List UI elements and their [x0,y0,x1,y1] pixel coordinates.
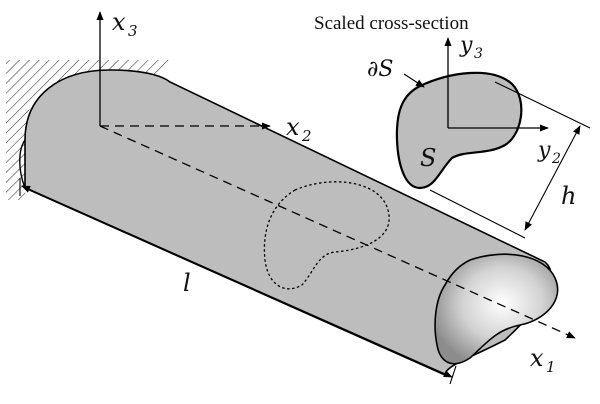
scaled-cross-section-shape [395,71,523,190]
rod-left-end [19,139,26,189]
height-dimension [429,81,591,239]
region-label: S [420,144,436,172]
svg-text:3: 3 [128,22,138,40]
length-label: l [183,269,191,297]
y3-label: y 3 [459,33,483,62]
height-label: h [561,182,576,210]
x3-label: x 3 [112,8,138,40]
length-dimension [19,178,457,385]
svg-text:y: y [537,138,551,163]
x1-label: x 1 [530,344,556,376]
svg-text:1: 1 [546,358,556,376]
svg-text:x: x [286,113,300,141]
svg-text:x: x [112,8,126,36]
x2-label: x 2 [286,113,312,145]
y2-label: y 2 [537,138,561,167]
svg-text:3: 3 [474,46,483,62]
svg-text:y: y [459,33,473,58]
svg-text:2: 2 [301,127,312,145]
boundary-label: ∂S [367,57,393,82]
boundary-leader-arrow [403,73,425,88]
cross-section-title: Scaled cross-section [314,13,469,34]
svg-text:2: 2 [551,151,561,167]
svg-text:x: x [530,344,544,372]
